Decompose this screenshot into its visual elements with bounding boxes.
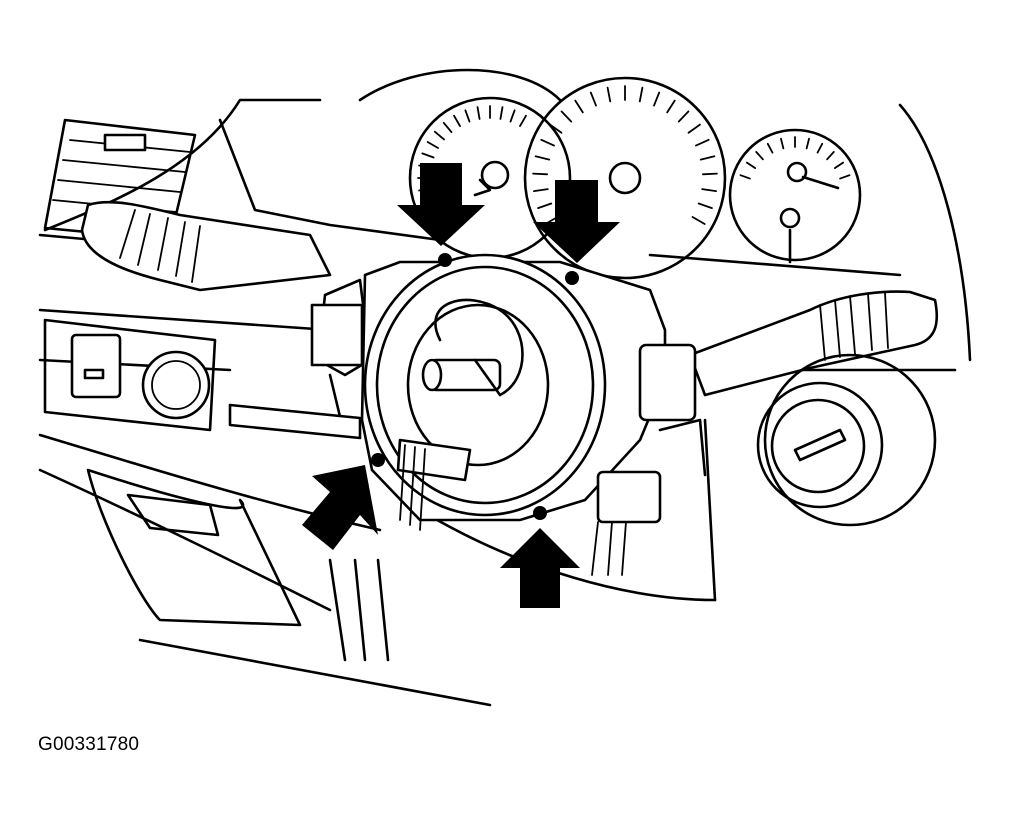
gauge-tick xyxy=(426,141,439,149)
gauge-tick xyxy=(816,142,824,154)
figure-id-label: G00331780 xyxy=(38,734,140,755)
arrow-top-right xyxy=(533,180,620,263)
gauge-tick xyxy=(653,91,661,107)
right-combination-switch xyxy=(638,290,939,477)
gauge-tick xyxy=(638,86,644,103)
gauge-tick xyxy=(697,202,713,209)
arrow-bottom-left xyxy=(302,465,378,550)
gauge-tick xyxy=(560,110,573,123)
harness-connectors xyxy=(328,470,662,662)
speedometer-gauge xyxy=(523,76,727,280)
gauge-tick xyxy=(780,137,785,150)
gauge-tick xyxy=(534,155,551,161)
left-combination-switch xyxy=(80,200,372,427)
gauge-tick xyxy=(805,137,810,150)
gauge-tick xyxy=(549,123,563,134)
ignition-switch xyxy=(756,353,937,527)
gauge-tick xyxy=(442,121,453,133)
lower-knee-panel xyxy=(86,468,302,627)
gauge-tick xyxy=(691,216,706,225)
gauge-tick xyxy=(687,123,701,134)
gauge-tick xyxy=(589,91,597,107)
dashboard-outline xyxy=(38,68,972,707)
gauge-tick xyxy=(833,161,844,170)
gauge-tick xyxy=(766,142,774,154)
gauge-tick xyxy=(695,138,710,147)
gauge-tick xyxy=(826,150,835,161)
gauge-tick xyxy=(699,155,716,161)
gauge-tick xyxy=(433,130,445,141)
gauge-tick xyxy=(839,174,851,180)
arrow-top-left xyxy=(397,163,485,246)
gauge-tick xyxy=(476,106,481,120)
gauge-tick xyxy=(421,152,435,159)
gauge-tick xyxy=(453,114,461,127)
gauge-tick xyxy=(666,99,676,114)
left-switch-panel xyxy=(43,318,362,440)
gauge-tick xyxy=(499,106,504,120)
gauge-tick xyxy=(606,86,612,103)
steering-shaft xyxy=(421,358,502,397)
gauge-tick xyxy=(739,174,751,180)
gauge-tick xyxy=(746,161,757,170)
gauge-tick xyxy=(533,188,549,192)
gauge-tick xyxy=(537,202,553,209)
gauge-tick xyxy=(509,109,516,123)
gauge-tick xyxy=(701,188,717,192)
fuel-temp-gauge xyxy=(728,128,862,264)
gauge-tick xyxy=(677,110,690,123)
gauge-tick xyxy=(574,99,584,114)
gauge-tick xyxy=(532,172,548,176)
gauge-tick xyxy=(702,172,718,176)
retaining-screws xyxy=(438,253,579,520)
clock-spring xyxy=(363,253,607,531)
arrow-bottom-center xyxy=(500,528,580,608)
gauge-tick xyxy=(540,138,555,147)
gauge-tick xyxy=(755,150,764,161)
gauge-tick xyxy=(464,109,471,123)
instrument-cluster xyxy=(408,76,862,280)
callout-arrows xyxy=(302,163,620,608)
gauge-tick xyxy=(519,114,527,127)
